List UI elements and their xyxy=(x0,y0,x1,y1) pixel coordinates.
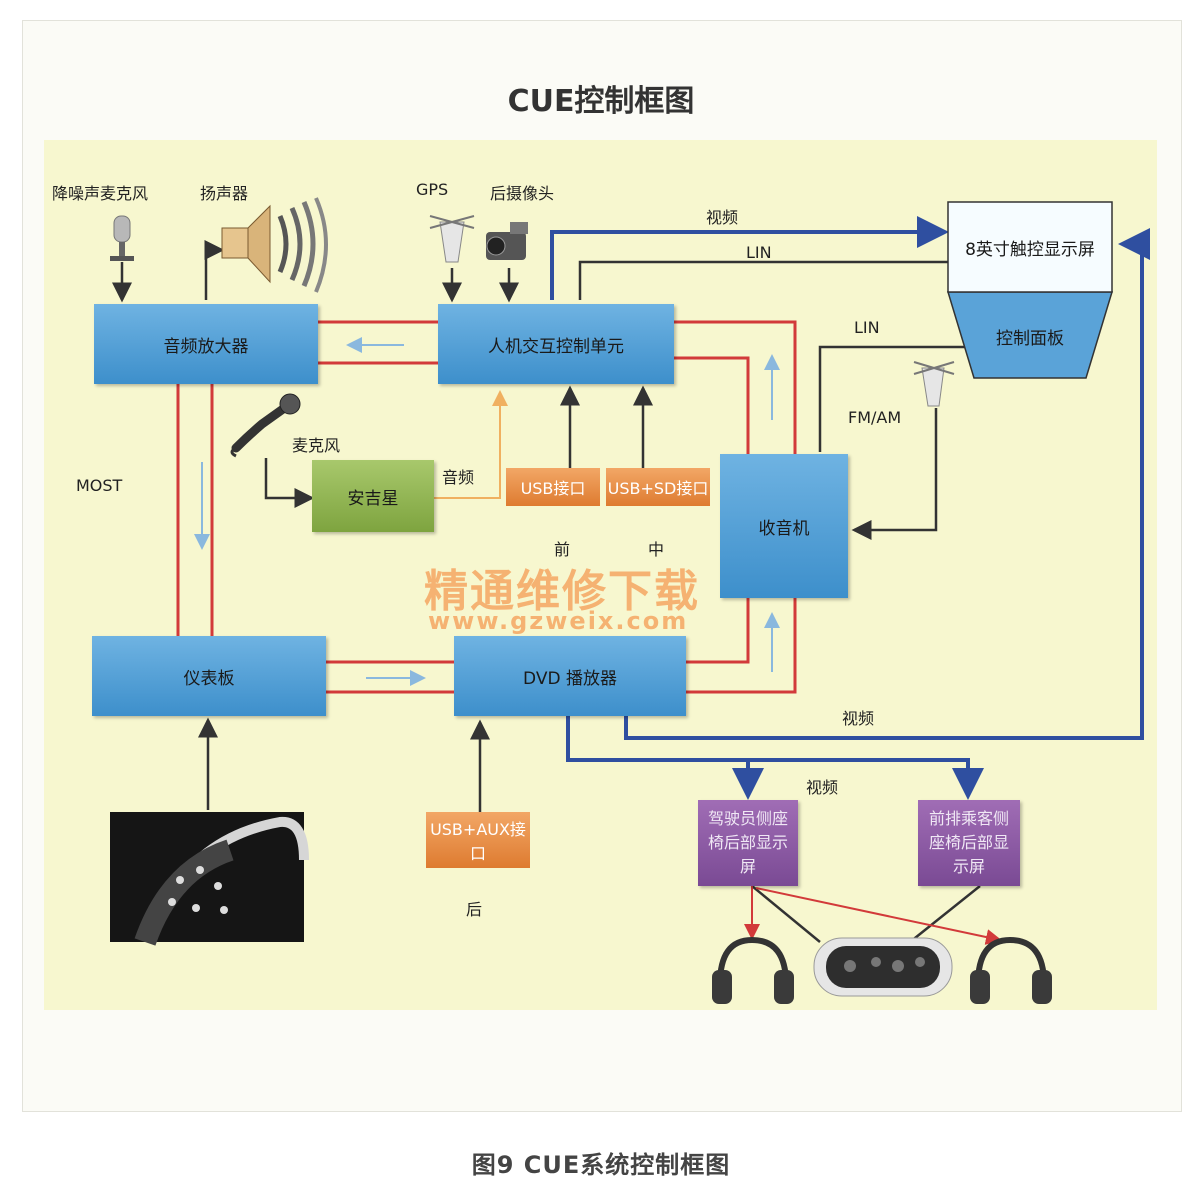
rear-camera-icon xyxy=(486,222,528,260)
gps-label: GPS xyxy=(416,180,449,199)
headphones-right-icon xyxy=(970,936,1052,1004)
headphones-left-icon xyxy=(712,936,794,1004)
audio-label: 音频 xyxy=(442,468,475,487)
fm-am-antenna-icon xyxy=(913,361,955,407)
watermark-url: www.gzweix.com xyxy=(428,607,689,635)
audio-amplifier-block: 音频放大器 xyxy=(94,304,318,384)
figure-caption: 图9 CUE系统控制框图 xyxy=(471,1151,731,1179)
control-panel-block: 控制面板 xyxy=(996,328,1064,349)
radio-block: 收音机 xyxy=(720,454,848,598)
rear-label: 后 xyxy=(466,900,483,919)
diagram-title: CUE控制框图 xyxy=(507,84,695,119)
dvd-player-block: DVD 播放器 xyxy=(454,636,686,716)
instrument-cluster-block: 仪表板 xyxy=(92,636,326,716)
noise-microphone-icon xyxy=(110,215,134,261)
microphone-icon xyxy=(230,393,301,458)
middle-label: 中 xyxy=(648,540,665,559)
driver-rear-display-block: 驾驶员侧座椅后部显示屏 xyxy=(698,800,798,886)
watermark-text: 精通维修下载 xyxy=(424,566,700,617)
usb-aux-port: USB+AUX接口 xyxy=(426,812,530,868)
display-screen-shape xyxy=(947,201,1113,293)
steering-wheel-controls-image xyxy=(110,812,309,946)
touch-display-block: 8英寸触控显示屏 xyxy=(965,239,1095,260)
speaker-icon xyxy=(221,197,328,293)
mic-label: 麦克风 xyxy=(292,436,341,455)
onstar-block: 安吉星 xyxy=(312,460,434,532)
front-label: 前 xyxy=(554,540,571,559)
most-label: MOST xyxy=(76,476,123,495)
fm-am-label: FM/AM xyxy=(848,408,902,427)
lin-label-top: LIN xyxy=(746,243,772,262)
gps-antenna-icon xyxy=(429,215,475,263)
usb-front-port: USB接口 xyxy=(506,468,600,506)
hmi-control-unit-block: 人机交互控制单元 xyxy=(438,304,674,384)
noise-mic-label: 降噪声麦克风 xyxy=(52,184,149,203)
usb-sd-port: USB+SD接口 xyxy=(606,468,710,506)
passenger-rear-display-block: 前排乘客侧座椅后部显示屏 xyxy=(918,800,1020,886)
rear-camera-label: 后摄像头 xyxy=(490,184,555,203)
video-label-bottom: 视频 xyxy=(806,778,839,797)
video-label-top: 视频 xyxy=(706,208,739,227)
speaker-label: 扬声器 xyxy=(200,184,249,203)
rear-remote-control-image xyxy=(813,937,953,997)
video-label-right: 视频 xyxy=(842,709,875,728)
lin-label-mid: LIN xyxy=(854,318,880,337)
